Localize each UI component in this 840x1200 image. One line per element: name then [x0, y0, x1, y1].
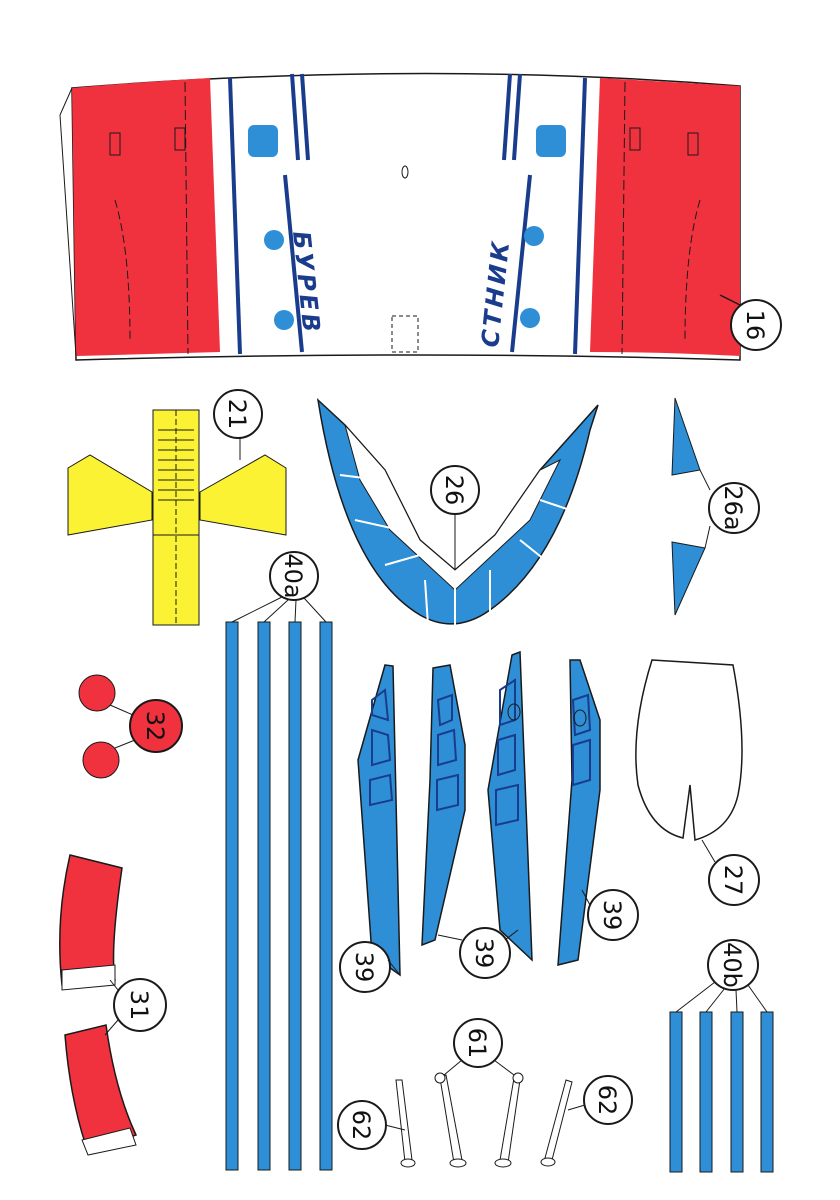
part-61-label: 61	[463, 1028, 491, 1059]
part-26-wing: 26	[316, 397, 599, 632]
part-26-label: 26	[440, 475, 468, 506]
part-27-nose: 27	[635, 659, 760, 906]
part-40a-label: 40a	[279, 553, 307, 598]
part-31-label: 31	[125, 990, 153, 1021]
part-26a-label: 26a	[719, 485, 747, 530]
part-40b-strips: 40b	[669, 939, 774, 1173]
part-21-tail: 21	[67, 389, 287, 626]
part-39-label-3: 39	[598, 900, 626, 931]
part-40b-label: 40b	[718, 942, 746, 988]
part-32-discs: 32	[78, 674, 183, 779]
part-16-label: 16	[741, 310, 769, 341]
part-62-label-right: 62	[593, 1085, 621, 1116]
part-26a-wingtips: 26a	[671, 397, 760, 616]
part-62-label-left: 62	[347, 1110, 375, 1141]
part-39-label-2: 39	[470, 938, 498, 969]
part-39-panels: 39 39 39	[339, 650, 639, 993]
part-31-strips: 31	[59, 854, 167, 1156]
part-16-fuselage: БУРЕВ СТНИК 16	[59, 72, 782, 361]
part-61-62-struts: 61 62 62	[337, 1018, 633, 1168]
part-27-label: 27	[719, 865, 747, 896]
part-32-label: 32	[141, 711, 169, 742]
part-40a-strips: 40a	[225, 551, 333, 1171]
part-39-label-1: 39	[350, 952, 378, 983]
part-21-label: 21	[223, 399, 251, 430]
